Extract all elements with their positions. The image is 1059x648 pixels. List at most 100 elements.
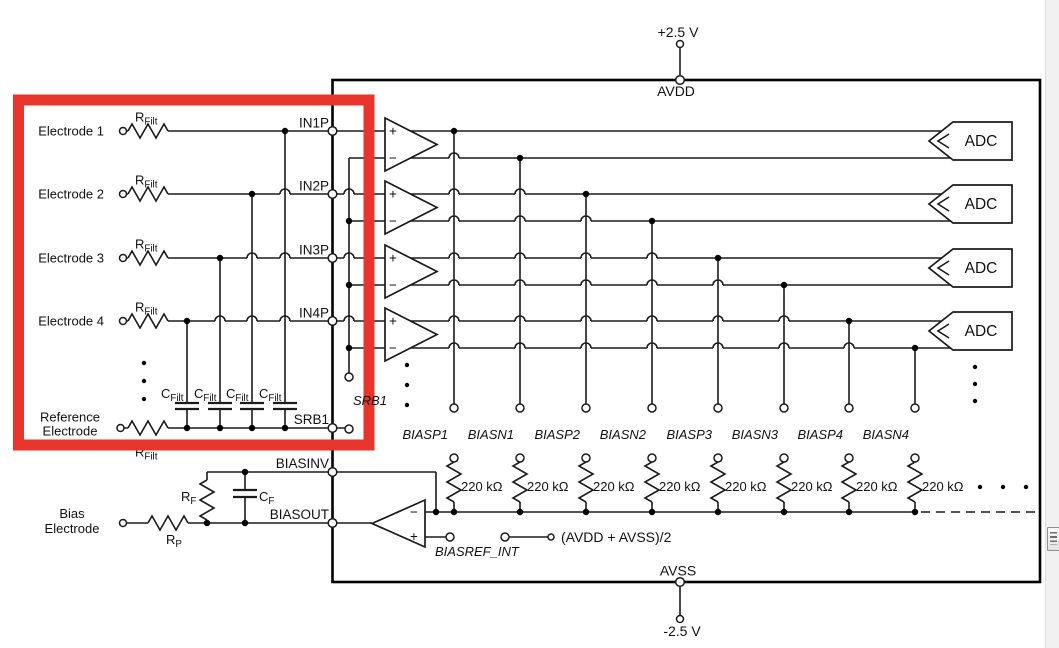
biasp2-label: BIASP2 (534, 427, 580, 442)
rf-label: RF (181, 489, 196, 507)
labels: Electrode 1 Electrode 2 Electrode 3 Elec… (38, 24, 964, 639)
cfilt3-label: CFilt (226, 386, 249, 404)
terminal-electrode2 (118, 189, 128, 199)
adc4-label: ADC (965, 323, 998, 340)
junction-dots (183, 127, 919, 527)
rfilt-resistor-ref (127, 420, 169, 436)
vertical-wires (186, 47, 916, 616)
adc2-label: ADC (965, 196, 998, 213)
adc3-label: ADC (965, 260, 998, 277)
pin-in3p (327, 252, 338, 264)
bias-resistor4-value: 220 kΩ (659, 479, 701, 494)
biasp1-label: BIASP1 (402, 427, 448, 442)
cfilt4-label: CFilt (259, 386, 282, 404)
adc-block-3 (927, 248, 1013, 288)
rfilt2-label: RFilt (135, 173, 158, 191)
avss-label: AVSS (660, 563, 696, 579)
amp-channel3 (384, 243, 439, 300)
amp-channel1 (384, 116, 439, 173)
adc4-chevron-icon (936, 323, 950, 339)
pin-avss (674, 576, 686, 588)
biasn2-label: BIASN2 (600, 427, 647, 442)
bias-resistor-1 (446, 461, 462, 503)
chip-boundary (331, 78, 1042, 584)
pin-in2p (327, 188, 338, 200)
adc-block-2 (927, 184, 1013, 224)
pin-avdd (674, 74, 686, 86)
adc1-chevron-icon (936, 133, 950, 149)
rp-resistor (147, 515, 189, 531)
grip-lines-icon (1050, 532, 1057, 545)
bias-resistor1-value: 220 kΩ (461, 479, 503, 494)
adc3-chevron-icon (936, 260, 950, 276)
terminal-neg-supply (675, 614, 685, 624)
midsupply-label: (AVDD + AVSS)/2 (561, 529, 672, 545)
bias-resistor8-value: 220 kΩ (922, 479, 964, 494)
amp1-minus-sign: − (389, 151, 397, 166)
cfilt2-label: CFilt (194, 386, 217, 404)
adc-blocks: ADC ADC ADC ADC (927, 121, 1013, 351)
reference-electrode-label-line2: Electrode (43, 424, 98, 439)
scrollbar-thumb[interactable] (1047, 527, 1059, 551)
bias-electrode-label-line2: Electrode (45, 521, 100, 536)
horizontal-wires (124, 130, 1036, 538)
bias-amp-minus-sign: − (410, 505, 418, 520)
srb1-internal-label: SRB1 (353, 393, 387, 408)
bias-resistor-3 (578, 461, 594, 503)
channel-amplifiers: + − + − + − + − − + (369, 116, 439, 549)
electrode1-label: Electrode 1 (38, 124, 104, 139)
switch-contacts (344, 372, 920, 542)
pin-label-srb1: SRB1 (294, 412, 329, 427)
biasn1-label: BIASN1 (468, 427, 514, 442)
rfilt1-label: RFilt (135, 110, 158, 128)
reference-electrode-label-line1: Reference (40, 410, 100, 425)
pin-label-in3p: IN3P (299, 243, 329, 258)
pin-label-biasinv: BIASINV (276, 456, 329, 471)
wire-filter-cap-columns (186, 131, 286, 428)
bias-resistor-8 (907, 461, 923, 503)
bias-electrode-label-line1: Bias (59, 506, 85, 521)
adc1-label: ADC (965, 133, 998, 150)
pos-supply-label: +2.5 V (658, 24, 700, 40)
vertical-scrollbar[interactable] (1045, 0, 1059, 648)
adc2-chevron-icon (936, 196, 950, 212)
terminals (116, 39, 685, 624)
biasp4-label: BIASP4 (797, 427, 843, 442)
bias-resistor-2 (512, 461, 528, 503)
bias-resistor-6 (776, 461, 792, 503)
red-signal-labels: SRB1 BIASP1 BIASN1 BIASP2 BIASN2 BIASP3 … (353, 393, 909, 559)
pin-label-in4p: IN4P (299, 306, 329, 321)
amp2-plus-sign: + (389, 187, 397, 202)
pin-srb1 (327, 422, 338, 434)
electrode4-label: Electrode 4 (38, 314, 104, 329)
terminal-electrode1 (118, 126, 128, 136)
terminal-electrode3 (118, 253, 128, 263)
wire-biasinv (207, 471, 437, 512)
pin-in1p (327, 125, 338, 137)
bias-resistor3-value: 220 kΩ (593, 479, 635, 494)
bias-resistor-7 (841, 461, 857, 503)
biasp3-label: BIASP3 (666, 427, 712, 442)
continuation-dots (141, 360, 1029, 490)
neg-supply-label: -2.5 V (663, 623, 701, 639)
amp2-minus-sign: − (389, 214, 397, 229)
rp-label: RP (166, 532, 182, 550)
amp3-plus-sign: + (389, 251, 397, 266)
bias-resistor2-value: 220 kΩ (527, 479, 569, 494)
amp-channel4 (384, 306, 439, 363)
cfilt1-label: CFilt (161, 386, 184, 404)
terminal-pos-supply (675, 39, 685, 49)
terminal-reference (116, 423, 125, 433)
rfilt3-label: RFilt (135, 237, 158, 255)
amp4-minus-sign: − (389, 341, 397, 356)
cf-capacitor (233, 488, 257, 499)
bias-resistor-4 (644, 461, 660, 503)
rf-resistor (199, 479, 215, 521)
biasn3-label: BIASN3 (732, 427, 779, 442)
bias-resistor7-value: 220 kΩ (856, 479, 898, 494)
chip-pins (327, 74, 686, 588)
pin-label-in2p: IN2P (299, 179, 329, 194)
bias-amp-plus-sign: + (410, 529, 418, 544)
amp1-plus-sign: + (389, 124, 397, 139)
